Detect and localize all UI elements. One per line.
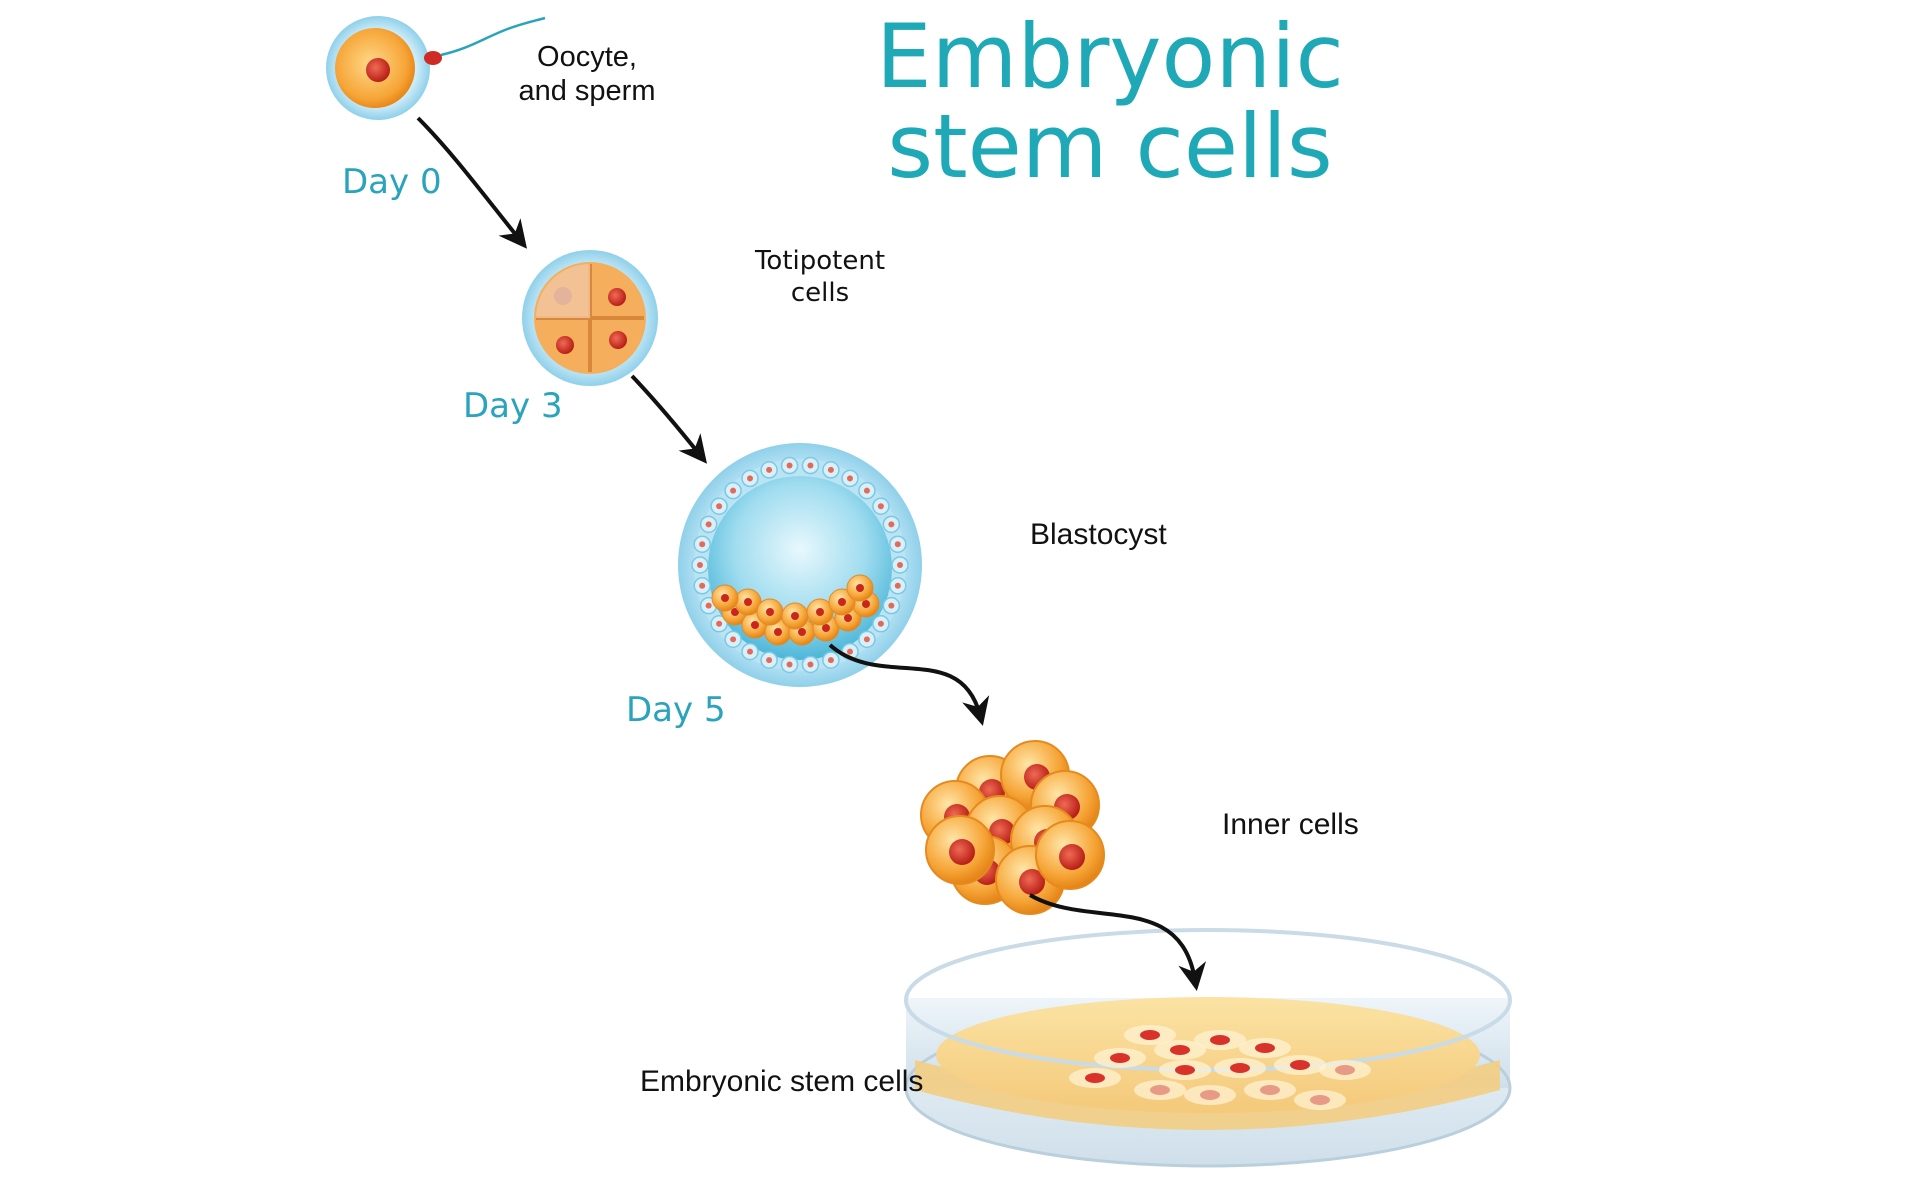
label-inner-cells: Inner cells xyxy=(1222,808,1359,841)
day-label-0: Day 0 xyxy=(342,162,442,202)
title-line-2: stem cells xyxy=(887,95,1333,198)
oocyte-sperm-icon xyxy=(326,16,546,120)
process-arrows xyxy=(416,116,1207,992)
petri-dish-icon xyxy=(904,928,1512,1168)
blastocyst-icon xyxy=(678,443,922,687)
inner-cell-mass-icon xyxy=(920,740,1105,915)
diagram-title: Embryonic stem cells xyxy=(870,12,1350,192)
label-totipotent-cells: Totipotent cells xyxy=(754,246,886,308)
arrow-day3-to-day5 xyxy=(630,374,707,464)
day-label-5: Day 5 xyxy=(626,690,726,730)
arrow-inner-to-dish xyxy=(1028,893,1207,992)
arrow-day5-to-inner xyxy=(828,643,990,726)
label-oocyte-sperm: Oocyte, and sperm xyxy=(518,41,656,107)
title-line-1: Embryonic xyxy=(876,5,1344,108)
day-label-3: Day 3 xyxy=(463,386,563,426)
label-blastocyst: Blastocyst xyxy=(1030,518,1167,551)
four-cell-embryo-icon xyxy=(522,250,658,386)
arrow-day0-to-day3 xyxy=(416,116,527,249)
label-embryonic-stem-cells: Embryonic stem cells xyxy=(640,1065,924,1098)
